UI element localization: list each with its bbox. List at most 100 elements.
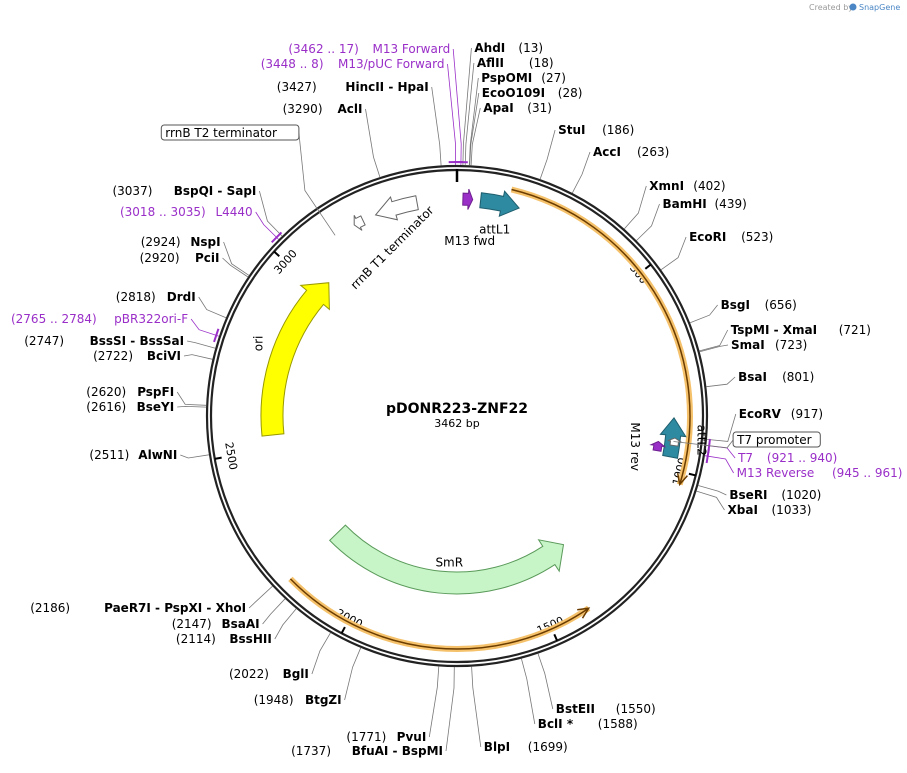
site-name: BclI * [538,717,574,731]
site-label[interactable]: AflII(18) [477,56,554,70]
feature-ori[interactable] [260,282,330,437]
primer-label[interactable]: M13/pUC Forward(3448 .. 8) [261,57,445,71]
leader-line [190,318,220,337]
site-label[interactable]: AlwNI(2511) [89,448,177,462]
site-label[interactable]: BssHII(2114) [176,632,272,646]
site-label[interactable]: BclI * (1588) [538,717,638,731]
leader-line [660,236,687,271]
site-label[interactable]: BstEII(1550) [556,702,656,716]
site-name: BsaAI [221,617,259,631]
site-coord: (2022) [229,667,269,681]
site-name: BfuAI - BspMI [352,744,443,758]
feature-rrnb-t1-terminator[interactable] [374,195,419,221]
feature-label: ori [251,336,265,352]
site-name: BtgZI [305,693,342,707]
site-label[interactable]: BspQI - SapI(3037) [112,184,256,198]
site-label[interactable]: BssSI - BssSaI(2747) [24,334,184,348]
primer-name: M13/pUC Forward [338,57,445,71]
site-label[interactable]: XbaI(1033) [728,503,812,517]
site-label[interactable]: BlpI(1699) [484,740,568,754]
tick-label: 3000 [271,247,299,277]
site-name: EcoO109I [482,86,545,100]
leader-line [180,454,210,459]
feature-m13-rev[interactable] [649,440,667,452]
boxed-feature-label[interactable]: rrnB T2 terminator [160,124,300,141]
site-coord: (917) [791,407,823,421]
leader-line [274,608,297,640]
leader-line [468,77,479,166]
primer-name: L4440 [215,205,252,219]
site-coord: (186) [602,123,634,137]
site-label[interactable]: BseYI(2616) [86,400,174,414]
site-label[interactable]: EcoO109I(28) [482,86,583,100]
primer-label[interactable]: L4440(3018 .. 3035) [120,205,253,219]
site-name: PspOMI [481,71,532,85]
site-label[interactable]: PaeR7I - PspXI - XhoI(2186) [30,601,246,615]
site-coord: (402) [693,179,725,193]
site-coord: (1737) [291,744,331,758]
feature-label: M13 fwd [444,234,495,248]
feature-attl1[interactable] [479,190,520,218]
site-label[interactable]: BtgZI(1948) [254,693,342,707]
orf-arcs [288,186,693,652]
site-coord: (2747) [24,334,64,348]
site-label[interactable]: BglI(2022) [229,667,309,681]
site-label[interactable]: AccI(263) [593,145,669,159]
site-label[interactable]: ApaI(31) [483,101,552,115]
leader-line [177,405,207,408]
feature-rrnb-t1-terminator-tail[interactable] [353,215,366,231]
site-coord: (801) [782,370,814,384]
site-name: BseYI [137,400,175,414]
primer-label[interactable]: T7(921 .. 940) [737,451,837,465]
primer-range: (3462 .. 17) [288,42,358,56]
site-label[interactable]: BseRI(1020) [729,488,821,502]
orf-arc [511,188,691,485]
primer-label[interactable]: M13 Forward(3462 .. 17) [288,42,450,56]
site-label[interactable]: PspOMI(27) [481,71,566,85]
site-coord: (1033) [772,503,812,517]
site-label[interactable]: BsgI(656) [721,298,797,312]
site-label[interactable]: HincII - HpaI(3427) [277,80,429,94]
tick-mark [553,633,559,642]
site-label[interactable]: BciVI(2722) [93,349,181,363]
site-label[interactable]: TspMI - XmaI(721) [731,323,871,337]
primer-label[interactable]: pBR322ori-F(2765 .. 2784) [11,312,188,326]
site-label[interactable]: PciI(2920) [140,251,220,265]
backbone-ring [205,164,709,668]
leader-line [698,485,727,496]
feature-attl2[interactable] [659,416,687,459]
tick-label: 2500 [222,441,240,471]
feature-label: attL2 [694,425,708,456]
boxed-feature-label[interactable]: T7 promoter [732,431,821,448]
orf-arc-glow [510,186,693,486]
feature-t7-promoter[interactable] [667,437,682,447]
site-label[interactable]: DrdI(2818) [116,290,196,304]
feature-smr[interactable] [328,524,565,595]
site-label[interactable]: BsaAI(2147) [172,617,260,631]
site-label[interactable]: SmaI(723) [731,338,807,352]
leader-line [255,211,279,240]
primer-label[interactable]: M13 Reverse(945 .. 961) [737,466,903,480]
site-coord: (13) [518,41,543,55]
site-label[interactable]: EcoRV(917) [739,407,823,421]
site-label[interactable]: StuI(186) [558,123,634,137]
site-coord: (656) [765,298,797,312]
feature-m13-fwd[interactable] [462,188,474,210]
site-coord: (523) [741,230,773,244]
leader-line [469,92,480,166]
site-label[interactable]: BamHI(439) [663,197,747,211]
backbone-outer [205,164,709,668]
site-label[interactable]: NspI(2924) [141,235,221,249]
site-label[interactable]: PspFI(2620) [86,385,174,399]
primer-name: T7 [737,451,753,465]
site-label[interactable]: AhdI(13) [474,41,543,55]
site-coord: (2114) [176,632,216,646]
site-label[interactable]: EcoRI(523) [689,230,773,244]
site-label[interactable]: PvuI(1771) [346,730,426,744]
site-label[interactable]: XmnI(402) [649,179,725,193]
site-label[interactable]: BfuAI - BspMI (1737) [291,744,443,758]
site-label[interactable]: AclI(3290) [283,102,363,116]
leader-line [445,666,455,752]
site-label[interactable]: BsaI(801) [738,370,814,384]
site-coord: (1588) [598,717,638,731]
